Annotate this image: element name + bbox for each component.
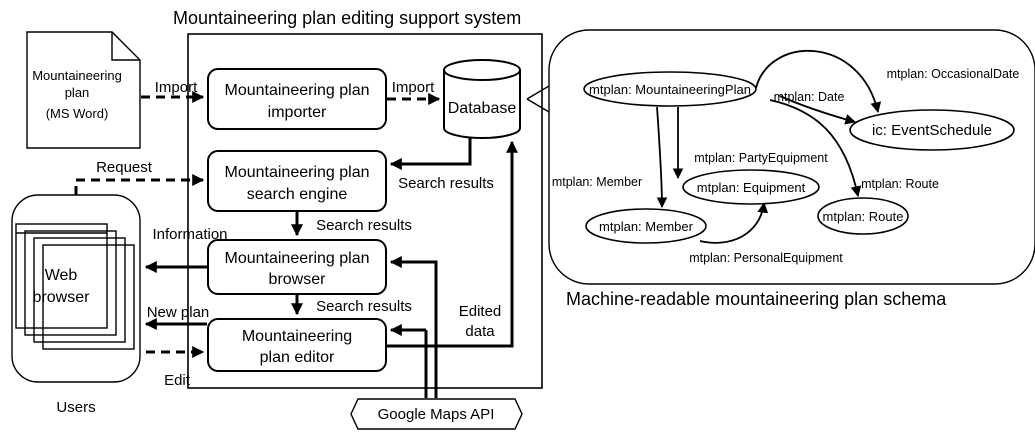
edge-occasional-date [755, 49, 882, 114]
flow-import-1: Import [155, 79, 198, 96]
arrow-maps-browser [389, 256, 438, 398]
flow-edited-data-1: Edited [459, 303, 502, 320]
edge-date [779, 95, 857, 125]
users-label: Users [56, 399, 95, 416]
search-engine-label-1: Mountaineering plan [225, 164, 370, 181]
edge-personal-equipment-label: mtplan: PersonalEquipment [689, 251, 843, 265]
arrow-request [74, 174, 205, 195]
editor-module [207, 318, 387, 372]
flow-search-results-db: Search results [398, 175, 494, 192]
edge-member-label: mtplan: Member [552, 175, 642, 189]
edge-personal-equipment [699, 201, 769, 244]
flow-edited-data-2: data [465, 323, 495, 340]
node-equipment-label: mtplan: Equipment [697, 180, 806, 195]
web-browser-label-1: Web [45, 267, 78, 284]
edge-route-label: mtplan: Route [861, 177, 939, 191]
database-label: Database [448, 100, 517, 117]
node-member [585, 208, 707, 244]
edge-occasional-date-label: mtplan: OccasionalDate [887, 67, 1020, 81]
edge-member [656, 106, 668, 209]
document-line-3: (MS Word) [46, 106, 109, 121]
node-member-label: mtplan: Member [599, 219, 694, 234]
editor-label-2: plan editor [260, 349, 335, 366]
node-route-label: mtplan: Route [823, 209, 904, 224]
browser-module-label-1: Mountaineering plan [225, 250, 370, 267]
node-mountaineering-plan [583, 71, 757, 107]
edge-party-equipment-label: mtplan: PartyEquipment [694, 151, 828, 165]
node-route [817, 197, 909, 235]
flow-request: Request [96, 159, 153, 176]
arrow-db-search-results [389, 138, 472, 170]
importer-label-1: Mountaineering plan [225, 82, 370, 99]
web-browser-label-2: browser [33, 289, 91, 306]
document-line-2: plan [65, 85, 90, 100]
flow-import-2: Import [392, 79, 435, 96]
schema-connector-bottom [526, 98, 550, 113]
edge-route [769, 99, 862, 198]
word-document: Mountaineering plan (MS Word) [26, 31, 141, 149]
schema-connector-top [526, 85, 550, 100]
schema-caption: Machine-readable mountaineering plan sch… [566, 289, 947, 309]
document-line-1: Mountaineering [32, 68, 122, 83]
arrow-edited-data [387, 140, 518, 348]
system-frame [187, 33, 543, 389]
node-equipment [682, 169, 820, 205]
browser-module [207, 239, 387, 295]
google-maps-api-box [350, 398, 523, 430]
google-maps-api-label: Google Maps API [378, 406, 495, 423]
editor-label-1: Mountaineering [242, 328, 352, 345]
flow-search-results-browser: Search results [316, 298, 412, 315]
node-event-schedule-label: ic: EventSchedule [872, 122, 992, 139]
flow-search-results-engine: Search results [316, 217, 412, 234]
search-engine-module [207, 150, 387, 212]
database-icon [443, 59, 521, 139]
node-mountaineering-plan-label: mtplan: MountaineeringPlan [589, 82, 751, 97]
importer-module [207, 68, 387, 130]
system-title: Mountaineering plan editing support syst… [173, 8, 521, 28]
flow-information: Information [152, 226, 227, 243]
schema-panel [548, 29, 1035, 285]
importer-label-2: importer [268, 104, 327, 121]
flow-new-plan: New plan [147, 304, 210, 321]
flow-edit: Edit [164, 372, 191, 389]
edge-date-label: mtplan: Date [774, 90, 845, 104]
users-device: Web browser [11, 194, 141, 383]
browser-module-label-2: browser [269, 271, 327, 288]
search-engine-label-2: search engine [247, 186, 348, 203]
node-event-schedule [849, 109, 1015, 151]
